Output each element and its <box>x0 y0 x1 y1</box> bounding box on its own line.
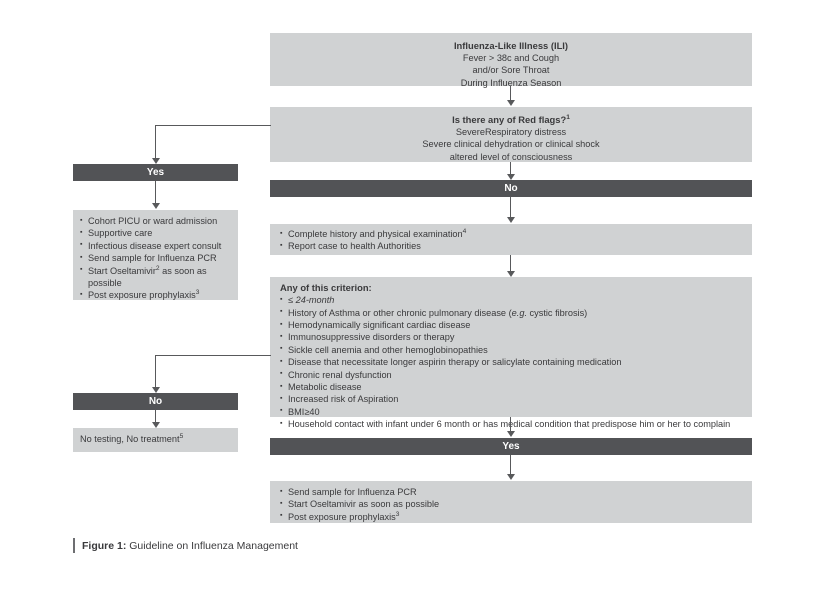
connector-criteria-to-no-horizontal <box>155 355 271 356</box>
bar-yes-red-flags: Yes <box>73 164 238 181</box>
connector-nobar2-to-notreatment <box>155 410 156 424</box>
history-list: Complete history and physical examinatio… <box>280 227 742 253</box>
list-item: Report case to health Authorities <box>280 240 742 253</box>
connector-criteria-to-yes-bar <box>510 417 511 434</box>
figure-label: Figure 1: <box>82 540 127 552</box>
criteria-title: Any of this criterion: <box>280 282 372 293</box>
severe-actions-list: Cohort PICU or ward admission Supportive… <box>80 214 231 302</box>
list-item: Increased risk of Aspiration <box>280 393 742 406</box>
list-item: Chronic renal dysfunction <box>280 368 742 381</box>
arrow-nobar-to-history <box>507 217 515 223</box>
list-item: Post exposure prophylaxis3 <box>80 289 231 302</box>
list-item: Immunosuppressive disorders or therapy <box>280 331 742 344</box>
arrow-nobar2-to-notreatment <box>152 422 160 428</box>
list-item: Send sample for Influenza PCR <box>280 485 742 498</box>
list-item: Start Oseltamivir as soon as possible <box>280 498 742 511</box>
list-item: Complete history and physical examinatio… <box>280 227 742 240</box>
red-flags-title: Is there any of Red flags?1 <box>452 113 570 125</box>
list-item: Infectious disease expert consult <box>80 239 231 252</box>
arrow-redflags-to-no-bar <box>507 174 515 180</box>
list-item: Household contact with infant under 6 mo… <box>280 418 742 431</box>
ili-line-3: During Influenza Season <box>460 77 562 88</box>
list-item: Start Oseltamivir2 as soon as <box>80 264 231 277</box>
red-flags-line-2: Severe clinical dehydration or clinical … <box>422 139 600 150</box>
no-treatment-footnote-marker: 5 <box>179 432 184 440</box>
list-item: Supportive care <box>80 227 231 240</box>
arrow-criteria-to-no <box>152 387 160 393</box>
bar-yes-criteria: Yes <box>270 438 752 455</box>
connector-redflags-to-yes-vertical <box>155 125 156 160</box>
node-history-and-report: Complete history and physical examinatio… <box>270 224 752 255</box>
connector-criteria-to-no-vertical <box>155 355 156 389</box>
red-flags-line-1: SevereRespiratory distress <box>455 127 567 138</box>
criteria-list: ≤ 24-month History of Asthma or other ch… <box>280 294 742 431</box>
connector-history-to-criteria <box>510 255 511 273</box>
list-item: Hemodynamically significant cardiac dise… <box>280 318 742 331</box>
ili-title: Influenza-Like Illness (ILI) <box>453 40 569 51</box>
node-risk-criteria: Any of this criterion: ≤ 24-month Histor… <box>270 277 752 431</box>
ili-line-1: Fever > 38c and Cough <box>462 53 560 64</box>
red-flags-line-3: altered level of consciousness <box>449 151 573 162</box>
arrow-yesbar-to-treatment <box>507 474 515 480</box>
list-item: possible <box>88 278 122 289</box>
caption-text: Figure 1: Guideline on Influenza Managem… <box>82 538 298 553</box>
figure-title: Guideline on Influenza Management <box>129 540 298 552</box>
list-item: BMI≥40 <box>280 405 742 418</box>
arrow-criteria-to-yes-bar <box>507 431 515 437</box>
list-item: Cohort PICU or ward admission <box>80 214 231 227</box>
connector-redflags-to-yes-horizontal <box>155 125 271 126</box>
list-item: Sickle cell anemia and other hemoglobino… <box>280 343 742 356</box>
list-item: Disease that necessitate longer aspirin … <box>280 356 742 369</box>
figure-caption: Figure 1: Guideline on Influenza Managem… <box>73 538 298 553</box>
list-item: Send sample for Influenza PCR <box>80 252 231 265</box>
list-item: Post exposure prophylaxis3 <box>280 510 742 523</box>
node-no-testing-no-treatment: No testing, No treatment5 <box>73 428 238 452</box>
list-item: ≤ 24-month <box>280 294 742 307</box>
no-treatment-text: No testing, No treatment <box>80 434 180 444</box>
node-red-flags: Is there any of Red flags?1 SevereRespir… <box>270 107 752 162</box>
connector-ili-to-redflags <box>510 86 511 103</box>
node-influenza-like-illness: Influenza-Like Illness (ILI) Fever > 38c… <box>270 33 752 88</box>
arrow-redflags-to-yes <box>152 158 160 164</box>
connector-yesbar-to-treatment <box>510 455 511 477</box>
list-item: History of Asthma or other chronic pulmo… <box>280 306 742 319</box>
bar-no-criteria: No <box>73 393 238 410</box>
bar-no-red-flags: No <box>270 180 752 197</box>
treatment-list: Send sample for Influenza PCR Start Osel… <box>280 485 742 523</box>
red-flags-footnote-marker: 1 <box>566 113 570 121</box>
connector-yesbar1-to-severe <box>155 181 156 205</box>
arrow-ili-to-redflags <box>507 100 515 106</box>
node-treatment-actions: Send sample for Influenza PCR Start Osel… <box>270 481 752 523</box>
arrow-history-to-criteria <box>507 271 515 277</box>
caption-rule <box>73 538 75 553</box>
connector-nobar-to-history <box>510 197 511 219</box>
node-severe-actions: Cohort PICU or ward admission Supportive… <box>73 210 238 302</box>
ili-line-2: and/or Sore Throat <box>472 65 550 76</box>
connector-redflags-to-no-bar <box>510 162 511 177</box>
list-item: Metabolic disease <box>280 381 742 394</box>
arrow-yesbar1-to-severe <box>152 203 160 209</box>
